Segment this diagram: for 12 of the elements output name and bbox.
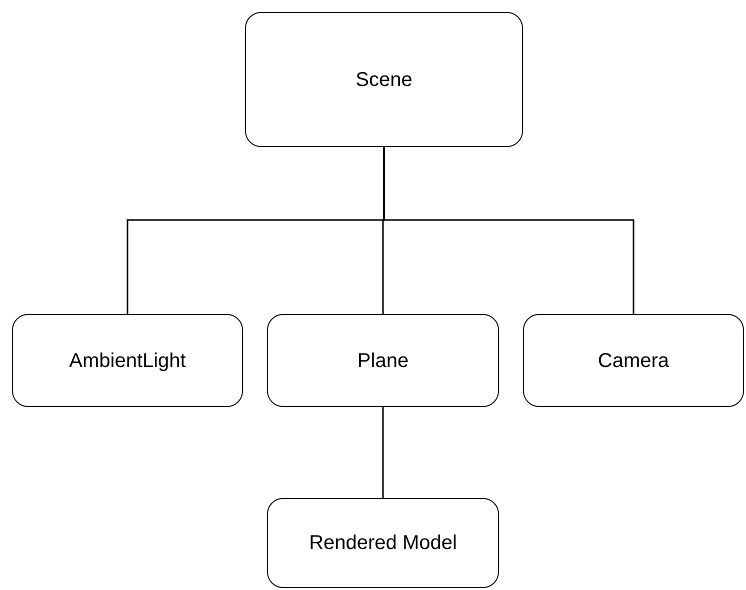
rounded-box <box>245 12 523 147</box>
rounded-box <box>267 498 499 588</box>
connector-line <box>383 147 634 314</box>
box-label: Plane <box>357 348 409 374</box>
box-label: Scene <box>356 68 412 92</box>
rounded-box <box>267 314 499 407</box>
connector-line <box>382 407 384 498</box>
rounded-box <box>12 314 243 407</box>
box-label: Rendered Model <box>309 531 457 556</box>
rounded-box <box>523 314 744 407</box>
box-label: AmbientLight <box>69 348 186 374</box>
box-label: Camera <box>598 348 670 374</box>
